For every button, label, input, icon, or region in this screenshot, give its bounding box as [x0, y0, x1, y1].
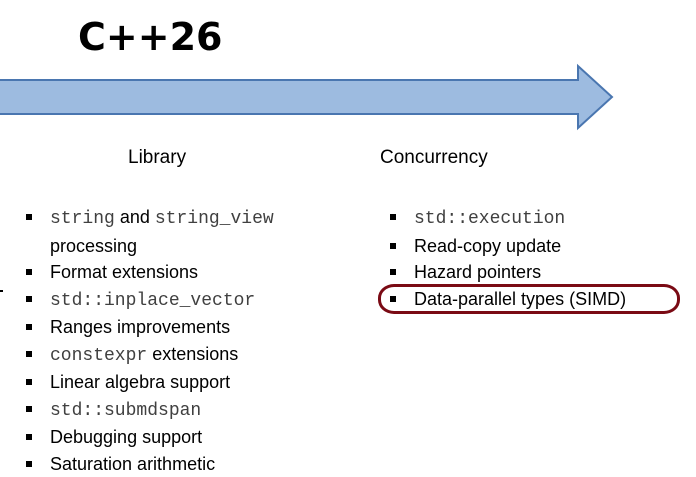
library-item: Debugging support: [26, 424, 346, 451]
library-item: Linear algebra support: [26, 369, 346, 396]
library-item: Saturation arithmetic: [26, 451, 346, 477]
bullet-icon: [26, 214, 32, 220]
bullet-icon: [26, 324, 32, 330]
bullet-icon: [26, 351, 32, 357]
library-item: std::inplace_vector: [26, 286, 346, 315]
library-item: std::submdspan: [26, 396, 346, 425]
bullet-icon: [26, 379, 32, 385]
code-term: string: [50, 209, 115, 229]
bullet-icon: [26, 434, 32, 440]
item-text: Format extensions: [50, 262, 198, 282]
concurrency-item: Hazard pointers: [390, 259, 690, 286]
bullet-icon: [26, 296, 32, 302]
concurrency-item: std::execution: [390, 204, 690, 233]
code-term: string_view: [155, 209, 274, 229]
bullet-icon: [26, 406, 32, 412]
item-text: Hazard pointers: [414, 262, 541, 282]
library-item: string and string_view processing: [26, 204, 346, 259]
simd-highlight-oval: [378, 284, 680, 314]
bullet-icon: [390, 214, 396, 220]
code-term: std::inplace_vector: [50, 291, 255, 311]
bullet-icon: [390, 269, 396, 275]
item-text: Read-copy update: [414, 236, 561, 256]
concurrency-item: Read-copy update: [390, 233, 690, 260]
code-term: constexpr: [50, 346, 147, 366]
bullet-icon: [26, 269, 32, 275]
item-text: Linear algebra support: [50, 372, 230, 392]
item-text-continued: processing: [50, 233, 346, 260]
item-text: Debugging support: [50, 427, 202, 447]
item-text: and: [115, 207, 155, 227]
library-heading: Library: [128, 146, 186, 170]
library-item: Ranges improvements: [26, 314, 346, 341]
edge-mark: [0, 290, 3, 292]
bullet-icon: [390, 243, 396, 249]
code-term: std::execution: [414, 209, 565, 229]
concurrency-heading: Concurrency: [380, 146, 488, 170]
item-text: Saturation arithmetic: [50, 454, 215, 474]
item-text: extensions: [147, 344, 238, 364]
library-item: constexpr extensions: [26, 341, 346, 370]
item-text: Ranges improvements: [50, 317, 230, 337]
library-item: Format extensions: [26, 259, 346, 286]
bullet-icon: [26, 461, 32, 467]
code-term: std::submdspan: [50, 401, 201, 421]
